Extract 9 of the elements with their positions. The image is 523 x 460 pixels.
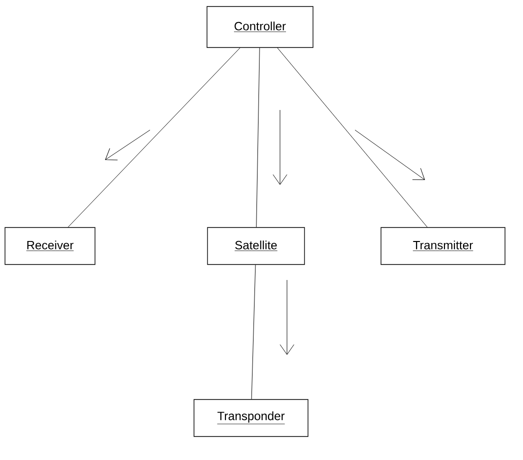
connector-line (256, 48, 260, 228)
connector-line (68, 48, 240, 228)
object-box: Transmitter (380, 227, 506, 265)
connector-line (251, 264, 256, 400)
connector-line (277, 48, 428, 228)
object-box: Receiver (4, 227, 96, 265)
object-box: Transponder (194, 399, 308, 437)
object-box: Controller (206, 6, 314, 48)
object-box: Satellite (207, 227, 305, 265)
